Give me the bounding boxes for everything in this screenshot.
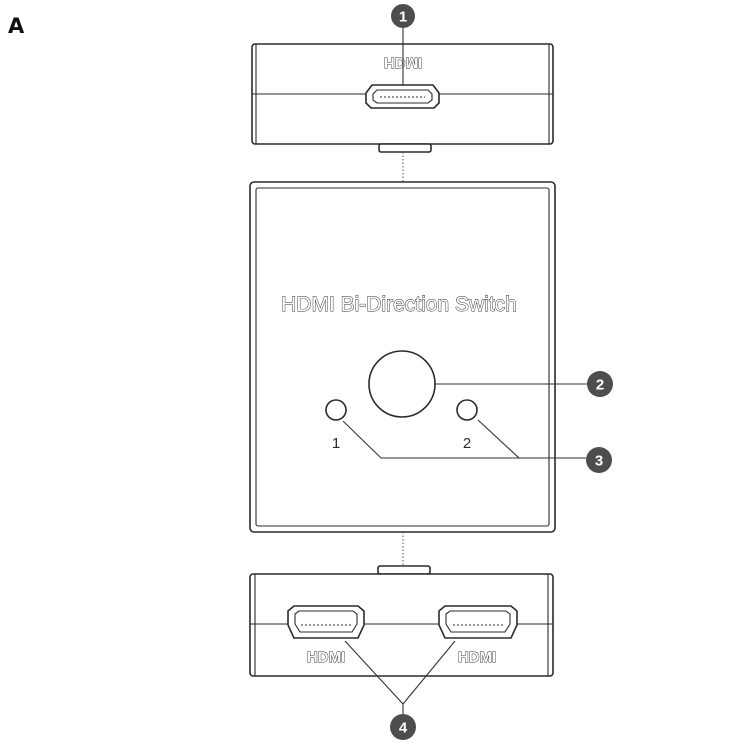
hdmi-port-top bbox=[366, 85, 439, 108]
led-label-1: 1 bbox=[332, 435, 340, 452]
callout-3: 3 bbox=[586, 447, 612, 473]
hdmi-label-bottom-right: HDMI bbox=[458, 649, 496, 666]
svg-text:3: 3 bbox=[595, 453, 603, 470]
svg-text:4: 4 bbox=[399, 720, 408, 737]
callout-4: 4 bbox=[390, 714, 416, 740]
led-1 bbox=[326, 400, 346, 420]
hdmi-label-bottom-left: HDMI bbox=[307, 649, 345, 666]
svg-text:2: 2 bbox=[596, 377, 604, 394]
callout-2: 2 bbox=[587, 371, 613, 397]
led-label-2: 2 bbox=[463, 435, 471, 452]
panel-label: A bbox=[8, 14, 25, 38]
svg-text:1: 1 bbox=[399, 9, 407, 26]
hdmi-port-bottom-right bbox=[439, 606, 517, 638]
callout-1: 1 bbox=[391, 4, 415, 28]
front-title: HDMI Bi-Direction Switch bbox=[281, 293, 517, 316]
hdmi-port-bottom-left bbox=[288, 606, 364, 638]
led-2 bbox=[457, 400, 477, 420]
bottom-view: HDMI HDMI bbox=[250, 566, 553, 676]
switch-button bbox=[369, 351, 435, 417]
front-view: HDMI Bi-Direction Switch 1 2 bbox=[250, 182, 555, 532]
